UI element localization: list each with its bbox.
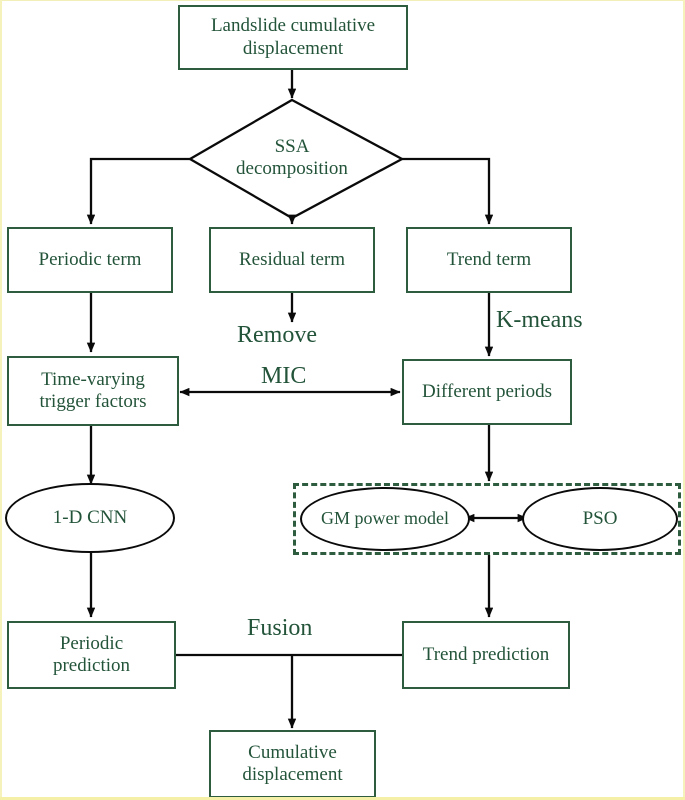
node-input[interactable]: Landslide cumulative displacement [178,5,408,70]
node-input-line2: displacement [242,37,344,59]
node-trend-term-label: Trend term [446,248,532,270]
node-periodic-prediction-line1: Periodic [59,632,124,654]
node-periodic-term-label: Periodic term [38,248,142,270]
page-edge-right [683,0,685,800]
node-decision-line2: decomposition [236,158,348,179]
node-cumulative-displacement-line1: Cumulative [248,741,337,763]
page-edge-left [0,0,2,800]
edge-label-remove: Remove [237,322,317,348]
edge-label-k-means: K-means [496,307,583,333]
node-gm-power-model[interactable]: GM power model [300,487,470,551]
node-trigger-factors-line1: Time-varying [41,368,145,390]
node-residual-term[interactable]: Residual term [209,227,375,293]
node-cnn-label: 1-D CNN [52,506,128,528]
node-trend-prediction-label: Trend prediction [422,643,550,665]
node-trigger-factors[interactable]: Time-varying trigger factors [7,356,179,426]
node-input-line1: Landslide cumulative [210,15,376,37]
node-pso-label: PSO [582,507,618,529]
node-decision-line1: SSA [274,135,310,157]
node-decision[interactable]: SSA decomposition [222,122,362,194]
edge-label-fusion: Fusion [247,615,313,641]
edge-decision-to-trend-term [402,157,494,225]
page-edge-bottom [0,797,685,800]
node-residual-term-label: Residual term [238,248,346,270]
node-different-periods-label: Different periods [422,380,552,402]
node-trend-prediction[interactable]: Trend prediction [402,621,570,689]
node-trigger-factors-line2: trigger factors [39,391,147,412]
node-periodic-term[interactable]: Periodic term [7,227,173,293]
node-cnn[interactable]: 1-D CNN [5,483,175,553]
node-different-periods[interactable]: Different periods [402,359,572,425]
edge-label-mic: MIC [261,363,307,389]
node-cumulative-displacement-line2: displacement [242,764,343,785]
page-edge-top [0,0,685,1]
node-cumulative-displacement[interactable]: Cumulative displacement [209,730,376,798]
node-trend-term[interactable]: Trend term [406,227,572,293]
node-periodic-prediction-line2: prediction [52,655,131,676]
node-periodic-prediction[interactable]: Periodic prediction [7,621,176,689]
edge-decision-to-periodic-term [86,157,190,225]
node-pso[interactable]: PSO [522,487,678,551]
gm-pso-group [293,483,681,555]
node-gm-power-model-label: GM power model [321,508,449,529]
